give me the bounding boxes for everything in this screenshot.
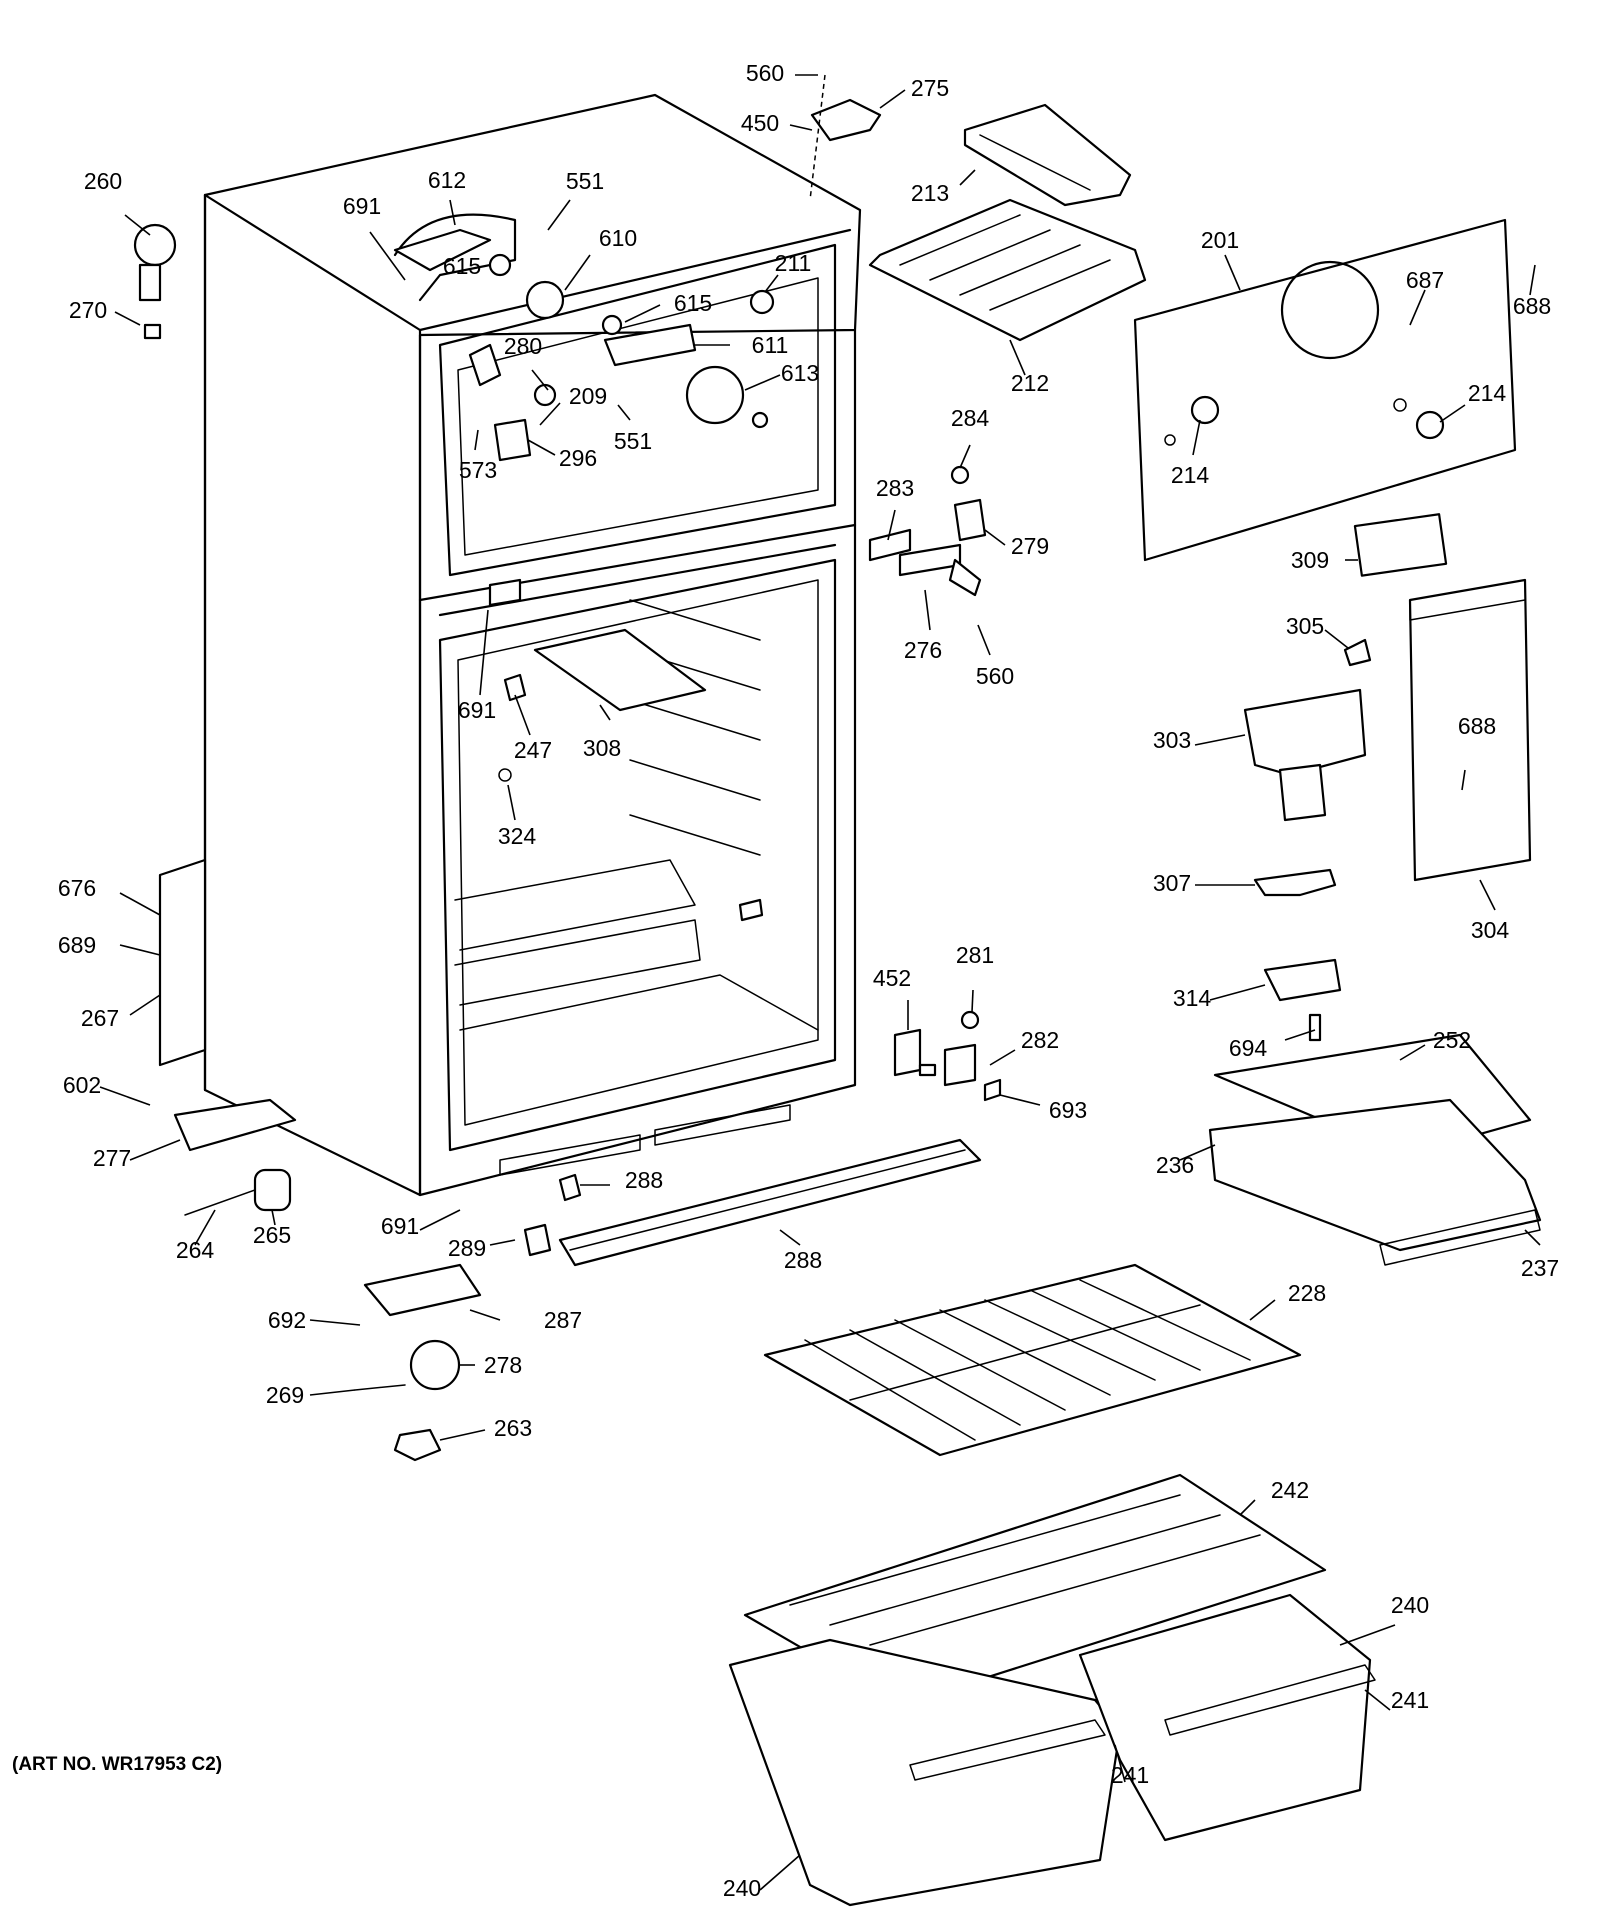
callout-305: 305 — [1286, 613, 1324, 639]
callout-692: 692 — [268, 1307, 306, 1333]
callout-279: 279 — [1011, 533, 1049, 559]
callout-304: 304 — [1471, 917, 1510, 943]
callout-281: 281 — [956, 942, 994, 968]
rear-panel — [1133, 218, 1517, 562]
callout-labels: 560 275 450 213 260 270 691 612 551 615 … — [58, 60, 1559, 1901]
ice-tray-rack — [868, 198, 1147, 342]
callout-551: 551 — [566, 168, 604, 194]
callout-688: 688 — [1458, 713, 1496, 739]
callout-276: 276 — [904, 637, 942, 663]
callout-450: 450 — [741, 110, 779, 136]
callout-612: 612 — [428, 167, 466, 193]
callout-241: 241 — [1391, 1687, 1429, 1713]
callout-687: 687 — [1406, 267, 1444, 293]
ice-tray — [963, 103, 1132, 207]
callout-289: 289 — [448, 1235, 486, 1261]
callout-280: 280 — [504, 333, 542, 359]
callout-275: 275 — [911, 75, 949, 101]
callout-leaders — [99, 74, 1541, 1891]
callout-560: 560 — [976, 663, 1014, 689]
callout-309: 309 — [1291, 547, 1329, 573]
callout-236: 236 — [1156, 1152, 1194, 1178]
meat-pan — [1208, 1033, 1542, 1266]
callout-303: 303 — [1153, 727, 1191, 753]
callout-212: 212 — [1011, 370, 1049, 396]
callout-689: 689 — [58, 932, 96, 958]
callout-613: 613 — [781, 360, 819, 386]
callout-288: 288 — [625, 1167, 663, 1193]
callout-694: 694 — [1229, 1035, 1268, 1061]
callout-611: 611 — [752, 332, 789, 358]
top-hinge — [809, 74, 882, 201]
callout-283: 283 — [876, 475, 914, 501]
callout-610: 610 — [599, 225, 637, 251]
callout-324: 324 — [498, 823, 537, 849]
callout-264: 264 — [176, 1237, 215, 1263]
callout-573: 573 — [459, 457, 497, 483]
callout-560: 560 — [746, 60, 784, 86]
callout-551: 551 — [614, 428, 652, 454]
callout-296: 296 — [559, 445, 597, 471]
callout-602: 602 — [63, 1072, 101, 1098]
callout-247: 247 — [514, 737, 552, 763]
callout-240: 240 — [1391, 1592, 1429, 1618]
callout-287: 287 — [544, 1307, 582, 1333]
callout-691: 691 — [343, 193, 381, 219]
wire-shelf — [763, 1263, 1302, 1457]
callout-278: 278 — [484, 1352, 522, 1378]
callout-242: 242 — [1271, 1477, 1309, 1503]
callout-267: 267 — [81, 1005, 119, 1031]
freezer-controls — [393, 213, 775, 922]
callout-282: 282 — [1021, 1027, 1059, 1053]
callout-691: 691 — [458, 697, 496, 723]
callout-615: 615 — [674, 290, 712, 316]
callout-688: 688 — [1513, 293, 1551, 319]
callout-676: 676 — [58, 875, 96, 901]
callout-693: 693 — [1049, 1097, 1087, 1123]
callout-240: 240 — [723, 1875, 761, 1901]
callout-288: 288 — [784, 1247, 822, 1273]
callout-260: 260 — [84, 168, 122, 194]
callout-228: 228 — [1288, 1280, 1326, 1306]
callout-237: 237 — [1521, 1255, 1559, 1281]
refrigerator-cabinet — [203, 93, 862, 1197]
callout-269: 269 — [266, 1382, 304, 1408]
callout-241: 241 — [1111, 1762, 1149, 1788]
art-number: (ART NO. WR17953 C2) — [12, 1754, 222, 1775]
crisper-pan-left — [728, 1638, 1122, 1907]
control-housing — [1243, 513, 1532, 1002]
callout-452: 452 — [873, 965, 911, 991]
callout-265: 265 — [253, 1222, 291, 1248]
callout-201: 201 — [1201, 227, 1239, 253]
callout-691: 691 — [381, 1213, 419, 1239]
callout-252: 252 — [1433, 1027, 1471, 1053]
callout-284: 284 — [951, 405, 990, 431]
callout-307: 307 — [1153, 870, 1191, 896]
callout-270: 270 — [69, 297, 107, 323]
callout-211: 211 — [775, 250, 812, 276]
callout-314: 314 — [1173, 985, 1212, 1011]
crisper-pan-right — [1078, 1593, 1376, 1842]
callout-214: 214 — [1468, 380, 1507, 406]
callout-308: 308 — [583, 735, 621, 761]
callout-214: 214 — [1171, 462, 1210, 488]
callout-209: 209 — [569, 383, 607, 409]
left-misc-parts — [133, 223, 1322, 1462]
callout-263: 263 — [494, 1415, 532, 1441]
callout-213: 213 — [911, 180, 949, 206]
callout-615: 615 — [443, 253, 481, 279]
callout-277: 277 — [93, 1145, 131, 1171]
